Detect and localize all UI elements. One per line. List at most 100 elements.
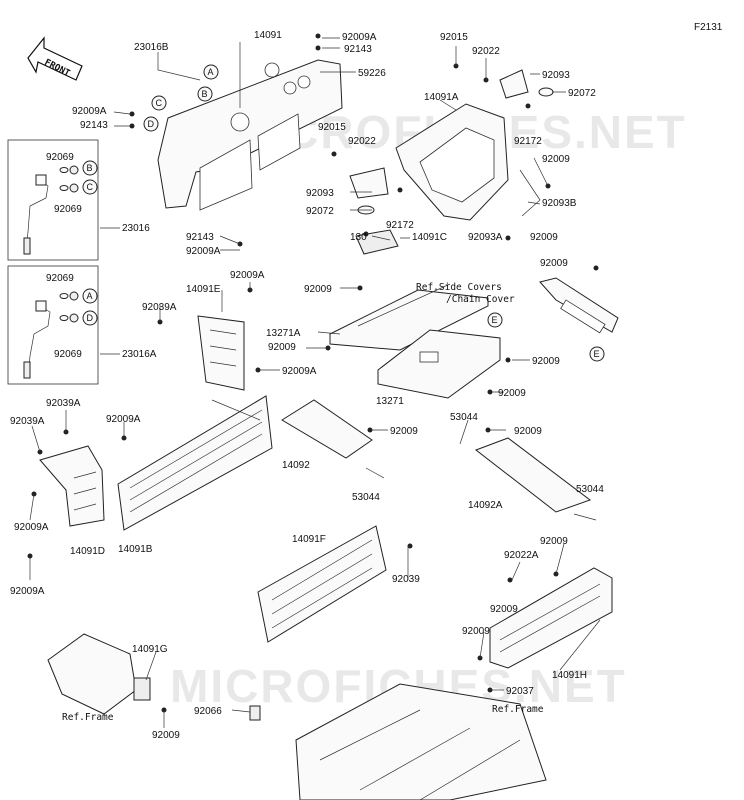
label-92039A-3: 92039A <box>10 416 45 427</box>
inset-box-23016A <box>7 265 99 385</box>
label-92072-mid: 92072 <box>306 206 334 217</box>
part-14091-dash-panel <box>157 59 343 211</box>
part-14091D <box>39 445 105 527</box>
label-23016: 23016 <box>122 223 150 234</box>
reference-notes: Ref.Side Covers /Chain Cover Ref.Frame R… <box>62 282 544 723</box>
svg-text:B: B <box>202 89 208 99</box>
label-92069-4: 92069 <box>54 349 82 360</box>
label-14091E: 14091E <box>186 284 221 295</box>
label-92009-f2: 92009 <box>490 604 518 615</box>
label-92093A: 92093A <box>468 232 503 243</box>
part-92093-top-bracket <box>499 69 529 99</box>
callout-D-1: D <box>143 116 159 132</box>
label-14091D: 14091D <box>70 546 105 557</box>
label-92093-top: 92093 <box>542 70 570 81</box>
label-92009-rt: 92009 <box>542 154 570 165</box>
ref-side-covers-1: Ref.Side Covers <box>416 282 502 293</box>
label-92069-2: 92069 <box>54 204 82 215</box>
label-92172-top: 92172 <box>514 136 542 147</box>
label-92072-top: 92072 <box>568 88 596 99</box>
svg-text:D: D <box>148 119 155 129</box>
label-92009A-b2: 92009A <box>14 522 49 533</box>
label-92009A-b1: 92009A <box>106 414 141 425</box>
part-frame <box>249 683 547 800</box>
svg-text:A: A <box>208 67 214 77</box>
part-14092A <box>474 437 592 513</box>
label-92009-f1: 92009 <box>540 536 568 547</box>
part-53044-strip-1 <box>365 467 385 479</box>
part-13271A-floor <box>329 283 489 351</box>
figure-id: F2131 <box>694 22 723 33</box>
label-92009A-e: 92009A <box>230 270 265 281</box>
label-92143-l1: 92143 <box>80 120 108 131</box>
label-53044-2: 53044 <box>352 492 380 503</box>
label-92069-1: 92069 <box>46 152 74 163</box>
ref-side-covers-2: /Chain Cover <box>446 294 515 305</box>
label-92039A-2: 92039A <box>46 398 81 409</box>
label-14091G: 14091G <box>132 644 168 655</box>
label-92143-t1: 92143 <box>344 44 372 55</box>
svg-text:D: D <box>87 313 94 323</box>
label-53044-1: 53044 <box>450 412 478 423</box>
part-14091H <box>489 567 613 669</box>
svg-text:A: A <box>87 291 93 301</box>
label-14092: 14092 <box>282 460 310 471</box>
label-92009-r3: 92009 <box>540 258 568 269</box>
part-92093-bracket <box>349 167 389 199</box>
label-92069-3: 92069 <box>46 273 74 284</box>
label-13271A: 13271A <box>266 328 301 339</box>
part-14091G <box>47 633 151 715</box>
label-92039: 92039 <box>392 574 420 585</box>
svg-text:B: B <box>87 163 93 173</box>
label-23016A: 23016A <box>122 349 157 360</box>
label-92172-mid: 92172 <box>386 220 414 231</box>
callout-E-2: E <box>589 346 605 362</box>
callout-C-1: C <box>151 95 167 111</box>
label-92066: 92066 <box>194 706 222 717</box>
callout-A-1: A <box>203 64 219 80</box>
label-14091A: 14091A <box>424 92 459 103</box>
label-130: 130 <box>350 232 367 243</box>
label-92009-g: 92009 <box>152 730 180 741</box>
label-92143-mid: 92143 <box>186 232 214 243</box>
harness-23016A <box>23 291 79 379</box>
label-92009A-t1: 92009A <box>342 32 377 43</box>
part-14091B-long-panel <box>117 395 273 531</box>
label-92022-mid: 92022 <box>348 136 376 147</box>
label-14091B: 14091B <box>118 544 153 555</box>
callout-C-2: C <box>82 179 98 195</box>
label-92093-mid: 92093 <box>306 188 334 199</box>
fastener-dots <box>27 33 599 713</box>
label-92022-top: 92022 <box>472 46 500 57</box>
part-side-cover <box>539 277 619 334</box>
label-92039A-1: 92039A <box>142 302 177 313</box>
label-14091F: 14091F <box>292 534 326 545</box>
part-53044-strip-2 <box>459 419 469 445</box>
callout-D-2: D <box>82 310 98 326</box>
svg-text:C: C <box>87 182 94 192</box>
label-92009-r2: 92009 <box>530 232 558 243</box>
part-92072-clip <box>538 87 554 97</box>
label-53044-3: 53044 <box>576 484 604 495</box>
svg-text:C: C <box>156 98 163 108</box>
label-92022A: 92022A <box>504 550 539 561</box>
part-14091A-tray <box>395 103 541 221</box>
label-92093B: 92093B <box>542 198 577 209</box>
label-92009A-l1: 92009A <box>72 106 107 117</box>
label-14091C: 14091C <box>412 232 447 243</box>
label-59226: 59226 <box>358 68 386 79</box>
label-92009-c7: 92009 <box>390 426 418 437</box>
front-arrow-icon: FRONT <box>27 36 83 81</box>
callout-A-2: A <box>82 288 98 304</box>
part-53044-strip-3 <box>573 513 597 521</box>
callout-B-2: B <box>82 160 98 176</box>
label-92009A-mid: 92009A <box>186 246 221 257</box>
label-14092A: 14092A <box>468 500 503 511</box>
label-92009-c5: 92009 <box>498 388 526 399</box>
label-92015-mid: 92015 <box>318 122 346 133</box>
label-92009-c4: 92009 <box>532 356 560 367</box>
callout-E-1: E <box>487 312 503 328</box>
harness-23016 <box>23 165 79 255</box>
label-92037: 92037 <box>506 686 534 697</box>
